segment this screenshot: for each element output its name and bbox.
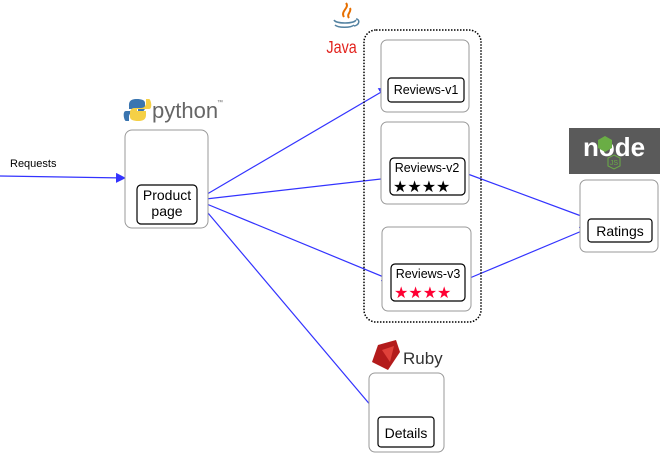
- ratings-label: Ratings: [596, 223, 643, 239]
- edge-productpage-reviews-v1: [196, 87, 389, 201]
- nodejs-logo: node JS: [569, 128, 660, 174]
- reviews-v1-service[interactable]: Reviews-v1: [387, 77, 465, 103]
- productpage-label-line2: page: [151, 203, 182, 219]
- ruby-text: Ruby: [403, 349, 443, 368]
- productpage-label-line1: Product: [143, 187, 191, 203]
- reviews-v3-stars: ★★★★: [394, 285, 451, 302]
- node-text: node: [583, 132, 645, 162]
- python-tm: ™: [217, 99, 223, 106]
- details-label: Details: [385, 425, 428, 441]
- java-logo: Java: [326, 2, 360, 58]
- edge-productpage-reviews-v3: [196, 199, 392, 282]
- requests-label: Requests: [10, 158, 57, 170]
- ratings-service[interactable]: Ratings: [587, 218, 653, 243]
- reviews-v3-service[interactable]: Reviews-v3 ★★★★: [390, 263, 466, 302]
- python-text: python: [152, 98, 218, 123]
- edges: [0, 87, 593, 421]
- reviews-v2-stars: ★★★★: [393, 179, 450, 196]
- edge-reviews-v3-ratings: [464, 226, 590, 281]
- edge-reviews-v2-ratings: [464, 172, 593, 222]
- edge-productpage-reviews-v2: [196, 174, 391, 201]
- reviews-v1-label: Reviews-v1: [394, 83, 459, 97]
- python-logo: python ™: [123, 98, 223, 123]
- edge-productpage-details: [196, 199, 384, 421]
- edge-requests: [0, 172, 126, 183]
- ruby-logo: Ruby: [372, 340, 443, 370]
- java-text: Java: [326, 38, 357, 58]
- reviews-v2-label: Reviews-v2: [395, 161, 460, 175]
- reviews-v3-label: Reviews-v3: [396, 267, 461, 281]
- reviews-group: [363, 29, 482, 323]
- node-js-text: JS: [610, 160, 619, 167]
- details-service[interactable]: Details: [377, 416, 435, 448]
- reviews-v2-service[interactable]: Reviews-v2 ★★★★: [389, 157, 466, 196]
- productpage-service[interactable]: Product page: [136, 184, 198, 225]
